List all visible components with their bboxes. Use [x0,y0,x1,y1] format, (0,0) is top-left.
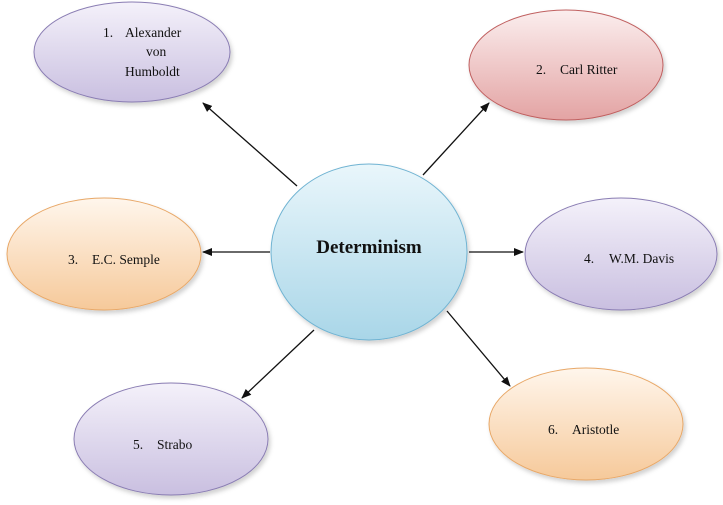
center-node-label: Determinism [316,237,422,258]
center-node-shape [270,163,468,341]
center-node[interactable]: Determinism [270,163,468,341]
arrow-to-strabo [241,329,315,399]
node-humboldt-line-3: Humboldt [125,64,180,79]
arrow-to-ritter [422,102,490,176]
node-semple-label: E.C. Semple [92,252,160,267]
node-ritter-label: Carl Ritter [560,62,618,77]
node-davis-number: 4. [584,251,594,266]
node-aristotle[interactable]: 6. Aristotle [488,367,684,481]
node-semple[interactable]: 3. E.C. Semple [6,197,202,311]
node-davis-label: W.M. Davis [609,251,674,266]
node-semple-shape [6,197,202,311]
node-aristotle-number: 6. [548,422,558,437]
node-humboldt-line-2: von [146,44,167,59]
node-humboldt-number: 1. [103,25,113,40]
node-strabo-shape [73,382,269,496]
node-strabo[interactable]: 5. Strabo [73,382,269,496]
connectors [202,102,524,399]
node-strabo-label: Strabo [157,437,192,452]
node-humboldt-line-1: Alexander [125,25,182,40]
node-aristotle-label: Aristotle [572,422,619,437]
node-ritter[interactable]: 2. Carl Ritter [468,9,664,121]
node-strabo-number: 5. [133,437,143,452]
node-semple-number: 3. [68,252,78,267]
arrow-to-aristotle [446,310,511,387]
node-humboldt[interactable]: 1. Alexander von Humboldt [33,1,231,103]
node-aristotle-shape [488,367,684,481]
arrow-to-humboldt [202,102,298,187]
node-davis-shape [524,197,718,311]
node-ritter-shape [468,9,664,121]
node-davis[interactable]: 4. W.M. Davis [524,197,718,311]
node-ritter-number: 2. [536,62,546,77]
node-humboldt-shape [33,1,231,103]
